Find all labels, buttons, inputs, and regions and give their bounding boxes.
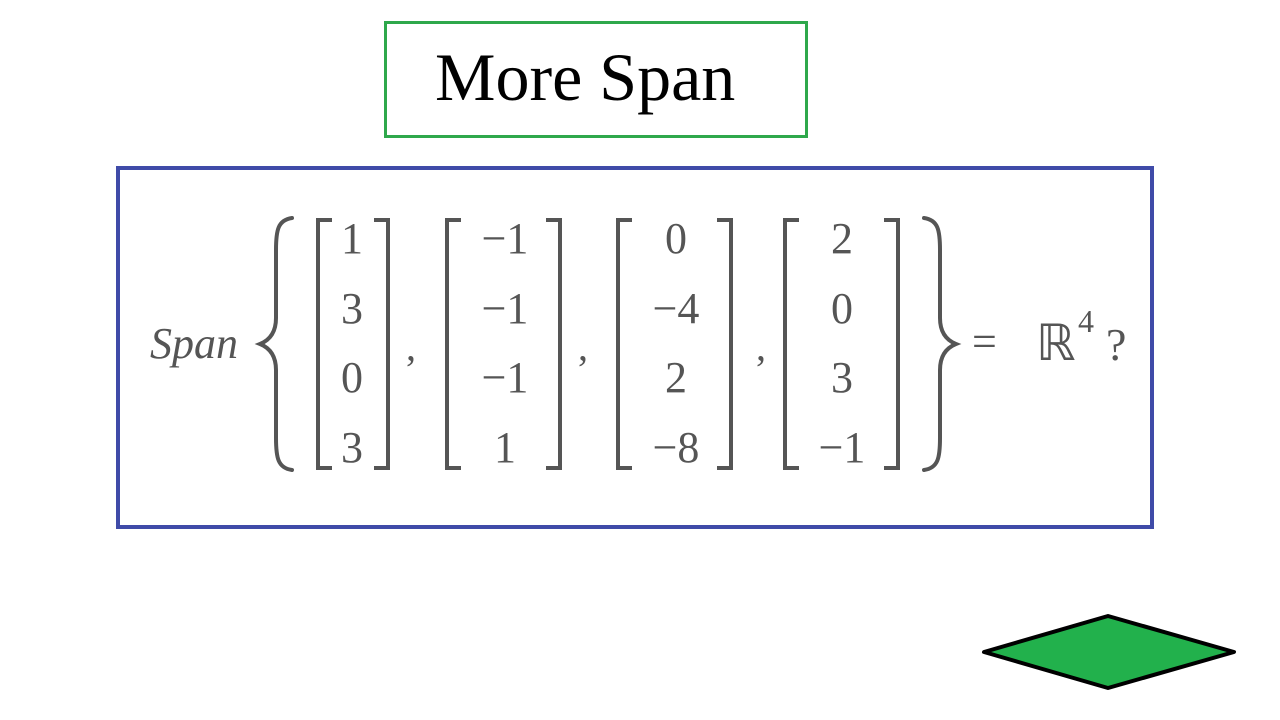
vector-4-entry-1: 2 [831, 214, 853, 263]
real-numbers-symbol: ℝ [1036, 315, 1076, 371]
vector-3: 0 −4 2 −8 [616, 214, 733, 472]
vector-2-right-bracket [546, 218, 562, 470]
vector-1-entry-4: 3 [341, 423, 363, 472]
vector-2-entry-1: −1 [482, 214, 529, 263]
vector-3-right-bracket [717, 218, 733, 470]
comma-3: , [756, 324, 766, 369]
comma-2: , [578, 324, 588, 369]
question-mark: ? [1106, 319, 1126, 370]
vector-1: 1 3 0 3 [316, 214, 390, 472]
vector-1-entry-1: 1 [341, 214, 363, 263]
vector-4-entry-2: 0 [831, 284, 853, 333]
equation-box: Span 1 3 0 3 , −1 −1 −1 1 , 0 −4 2 [116, 166, 1154, 529]
vector-3-left-bracket [616, 218, 632, 470]
comma-1: , [406, 324, 416, 369]
vector-2-entry-2: −1 [482, 284, 529, 333]
exponent: 4 [1078, 303, 1094, 339]
right-brace [922, 216, 962, 472]
vector-3-entry-4: −8 [653, 423, 700, 472]
span-label: Span [150, 319, 238, 368]
equals-sign: = [972, 317, 997, 366]
vector-3-entry-2: −4 [653, 284, 700, 333]
page-title: More Span [435, 39, 736, 115]
left-brace [254, 216, 294, 472]
title-box: More Span [384, 21, 808, 138]
span-equation: Span 1 3 0 3 , −1 −1 −1 1 , 0 −4 2 [150, 214, 1126, 472]
vector-3-entry-1: 0 [665, 214, 687, 263]
vector-2-left-bracket [445, 218, 461, 470]
vector-4-entry-3: 3 [831, 353, 853, 402]
vector-2-entry-4: 1 [494, 423, 516, 472]
vector-2-entry-3: −1 [482, 353, 529, 402]
vector-4-right-bracket [884, 218, 900, 470]
vector-1-left-bracket [316, 218, 332, 470]
vector-1-right-bracket [374, 218, 390, 470]
vector-2: −1 −1 −1 1 [445, 214, 562, 472]
vector-4: 2 0 3 −1 [783, 214, 900, 472]
next-slide-button[interactable] [982, 614, 1236, 690]
vector-4-left-bracket [783, 218, 799, 470]
vector-3-entry-3: 2 [665, 353, 687, 402]
vector-1-entry-3: 0 [341, 353, 363, 402]
vector-1-entry-2: 3 [341, 284, 363, 333]
vector-4-entry-4: −1 [819, 423, 866, 472]
